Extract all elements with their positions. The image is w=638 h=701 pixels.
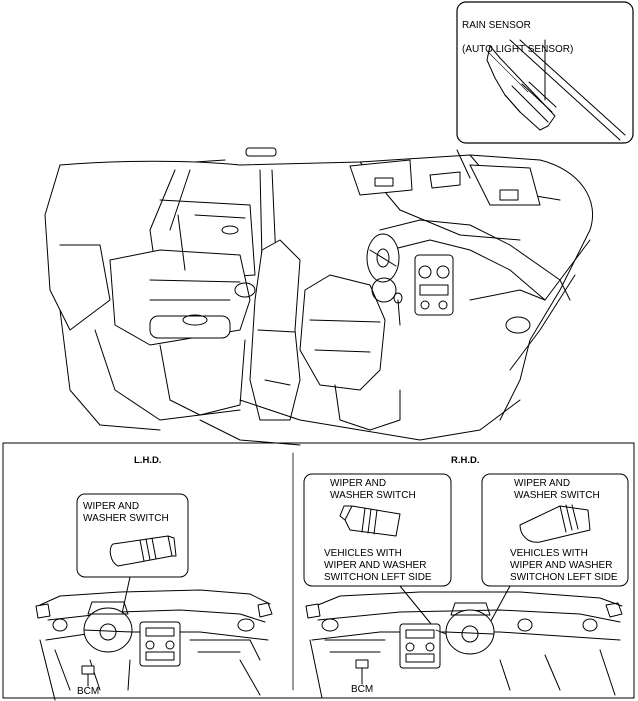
lhd-wiper-switch-label: WIPER AND WASHER SWITCH xyxy=(83,501,169,524)
vehicle-interior-illustration xyxy=(44,147,594,446)
rhd-right-switch-callout xyxy=(481,473,629,631)
rhd-left-vehicle-note: VEHICLES WITH WIPER AND WASHER SWITCHON … xyxy=(324,548,432,583)
rhd-bcm-label: BCM xyxy=(351,684,374,695)
rhd-left-switch-callout xyxy=(303,473,452,631)
rhd-left-wiper-switch-label: WIPER AND WASHER SWITCH xyxy=(330,478,416,501)
rain-sensor-label-line2: (AUTO LIGHT SENSOR) xyxy=(462,44,574,55)
rhd-right-vehicle-note: VEHICLES WITH WIPER AND WASHER SWITCHON … xyxy=(510,548,618,583)
lhd-bcm-label: BCM xyxy=(77,686,100,697)
rhd-heading: R.H.D. xyxy=(451,455,480,466)
lhd-dashboard-drawing xyxy=(35,589,273,701)
rhd-right-wiper-switch-label: WIPER AND WASHER SWITCH xyxy=(514,478,600,501)
rhd-dashboard-drawing xyxy=(305,591,623,699)
locator-frame xyxy=(2,442,635,699)
rain-sensor-label: RAIN SENSOR (AUTO LIGHT SENSOR) xyxy=(462,8,573,56)
lhd-switch-callout xyxy=(76,493,189,633)
rain-sensor-label-line1: RAIN SENSOR xyxy=(462,20,531,31)
rain-sensor-callout xyxy=(456,1,634,179)
lhd-heading: L.H.D. xyxy=(134,455,162,466)
